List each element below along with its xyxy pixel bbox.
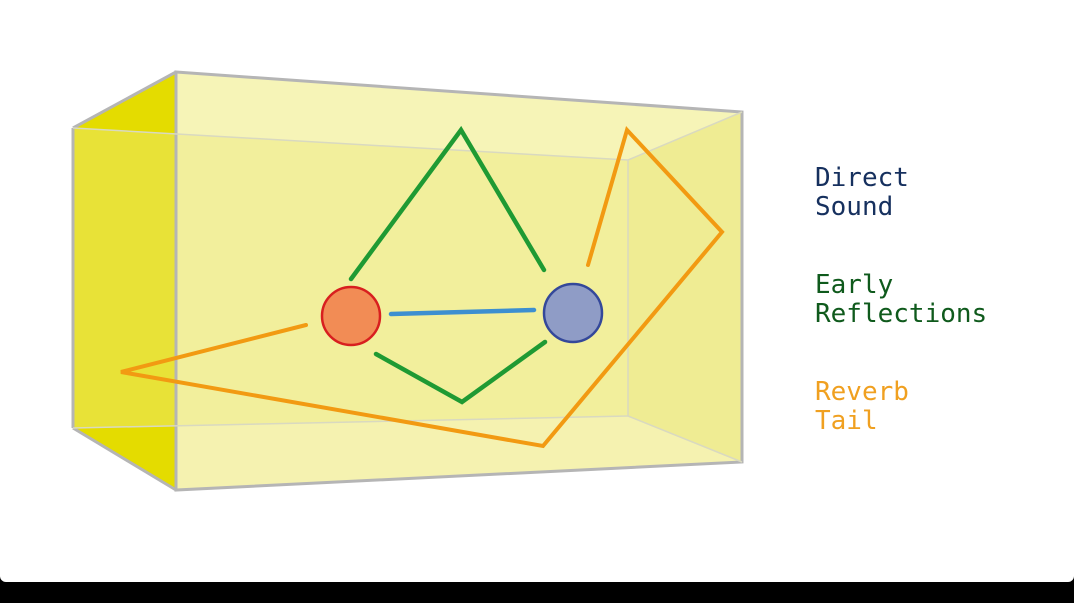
reverb-tail-path	[120, 126, 725, 449]
room-diagram	[71, 70, 744, 492]
room-back-wall	[176, 72, 742, 490]
sound-source-circle	[320, 285, 382, 347]
legend-early-reflections-line-1: Early	[815, 270, 894, 300]
room-ceiling	[73, 72, 742, 160]
legend-reverb-tail-line-2: Tail	[815, 406, 878, 436]
room-left-wall	[73, 72, 176, 490]
direct-sound-path	[388, 307, 537, 317]
early-reflection-upper	[348, 125, 547, 282]
legend-early-reflections: Early Reflections	[815, 271, 1055, 329]
early-reflection-paths	[348, 125, 548, 405]
legend: Direct Sound Early Reflections Reverb Ta…	[815, 164, 1055, 485]
legend-direct-sound-line-1: Direct	[815, 163, 909, 193]
legend-early-reflections-line-2: Reflections	[815, 299, 988, 329]
room-right-wall	[628, 112, 742, 462]
legend-reverb-tail-line-1: Reverb	[815, 377, 909, 407]
legend-direct-sound: Direct Sound	[815, 164, 1055, 222]
room-box	[71, 70, 744, 492]
diagram-canvas: Direct Sound Early Reflections Reverb Ta…	[0, 0, 1074, 582]
room-floor	[73, 416, 742, 490]
early-reflection-lower	[373, 339, 548, 405]
listener-circle	[542, 282, 604, 344]
legend-reverb-tail: Reverb Tail	[815, 378, 1055, 436]
legend-direct-sound-line-2: Sound	[815, 192, 894, 222]
room-inner-edges	[72, 111, 743, 463]
